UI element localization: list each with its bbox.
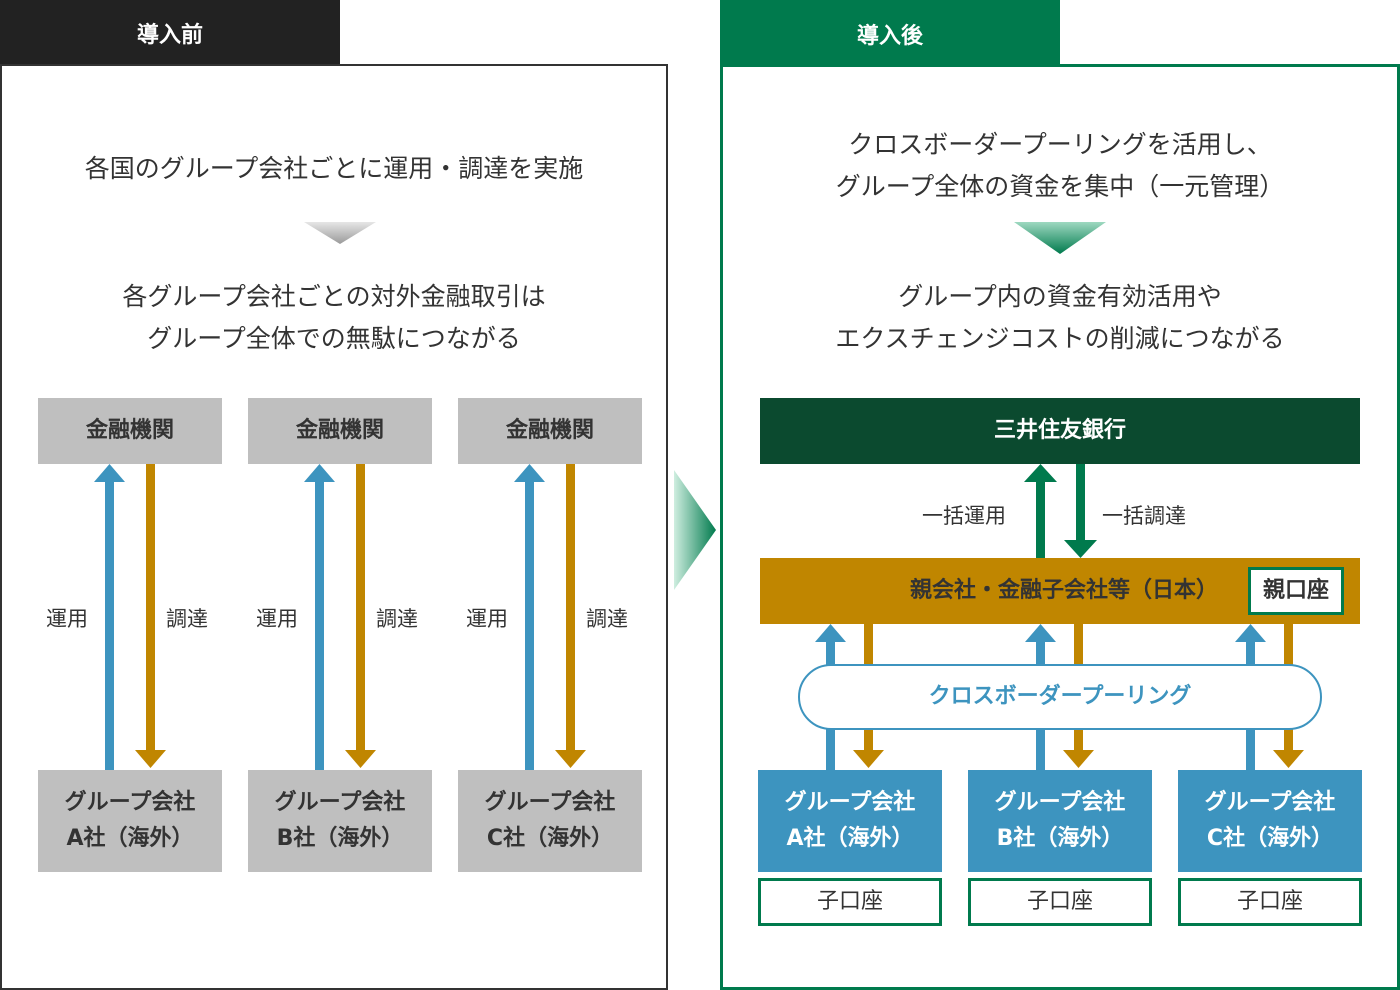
operation-arrow-3 xyxy=(525,480,534,770)
pool-up-arrow-head-c xyxy=(1235,624,1266,642)
parent-account-box: 親口座 xyxy=(1248,567,1344,615)
parent-company-bar: 親会社・金融子会社等（日本） 親口座 xyxy=(760,558,1360,624)
before-result: 各グループ会社ごとの対外金融取引は グループ全体での無駄につながる xyxy=(122,282,546,353)
bulk-operation-arrow xyxy=(1036,478,1045,560)
before-description: 各国のグループ会社ごとに運用・調達を実施 xyxy=(84,154,584,183)
bulk-procurement-arrow-head xyxy=(1064,540,1097,558)
smbc-bank-box: 三井住友銀行 xyxy=(760,398,1360,464)
cross-border-pooling-capsule: クロスボーダープーリング xyxy=(798,664,1322,730)
bulk-operation-label: 一括運用 xyxy=(922,504,1006,528)
procurement-label-2: 調達 xyxy=(376,607,418,631)
child-account-a: 子口座 xyxy=(758,878,942,926)
after-result: グループ内の資金有効活用や エクスチェンジコストの削減につながる xyxy=(835,282,1285,353)
operation-arrow-head-1 xyxy=(94,464,125,482)
before-tab-label: 導入前 xyxy=(136,23,203,48)
bulk-procurement-label: 一括調達 xyxy=(1102,504,1186,528)
pool-down-arrow-head-a xyxy=(853,750,884,768)
operation-arrow-2 xyxy=(315,480,324,770)
after-description: クロスボーダープーリングを活用し、 グループ全体の資金を集中（一元管理） xyxy=(835,130,1285,201)
child-account-b: 子口座 xyxy=(968,878,1152,926)
procurement-arrow-1 xyxy=(146,464,155,752)
bulk-procurement-arrow xyxy=(1076,464,1085,544)
procurement-label-3: 調達 xyxy=(586,607,628,631)
pool-down-arrow-head-b xyxy=(1063,750,1094,768)
operation-arrow-head-3 xyxy=(514,464,545,482)
operation-label-3: 運用 xyxy=(466,607,508,631)
bank-box-3: 金融機関 xyxy=(458,398,642,464)
procurement-label-1: 調達 xyxy=(166,607,208,631)
operation-label-2: 運用 xyxy=(256,607,298,631)
pool-down-arrow-head-c xyxy=(1273,750,1304,768)
operation-arrow-head-2 xyxy=(304,464,335,482)
before-tab: 導入前 xyxy=(0,0,340,66)
procurement-arrow-3 xyxy=(566,464,575,752)
bulk-operation-arrow-head xyxy=(1024,464,1057,482)
procurement-arrow-head-2 xyxy=(345,750,376,768)
procurement-arrow-head-1 xyxy=(135,750,166,768)
pool-up-arrow-head-a xyxy=(815,624,846,642)
procurement-arrow-2 xyxy=(356,464,365,752)
after-tab: 導入後 xyxy=(720,0,1060,68)
bank-box-2: 金融機関 xyxy=(248,398,432,464)
after-tab-label: 導入後 xyxy=(856,24,923,49)
bank-box-1: 金融機関 xyxy=(38,398,222,464)
parent-company-label: 親会社・金融子会社等（日本） xyxy=(910,578,1219,603)
procurement-arrow-head-3 xyxy=(555,750,586,768)
operation-label-1: 運用 xyxy=(46,607,88,631)
pool-up-arrow-head-b xyxy=(1025,624,1056,642)
operation-arrow-1 xyxy=(105,480,114,770)
child-account-c: 子口座 xyxy=(1178,878,1362,926)
